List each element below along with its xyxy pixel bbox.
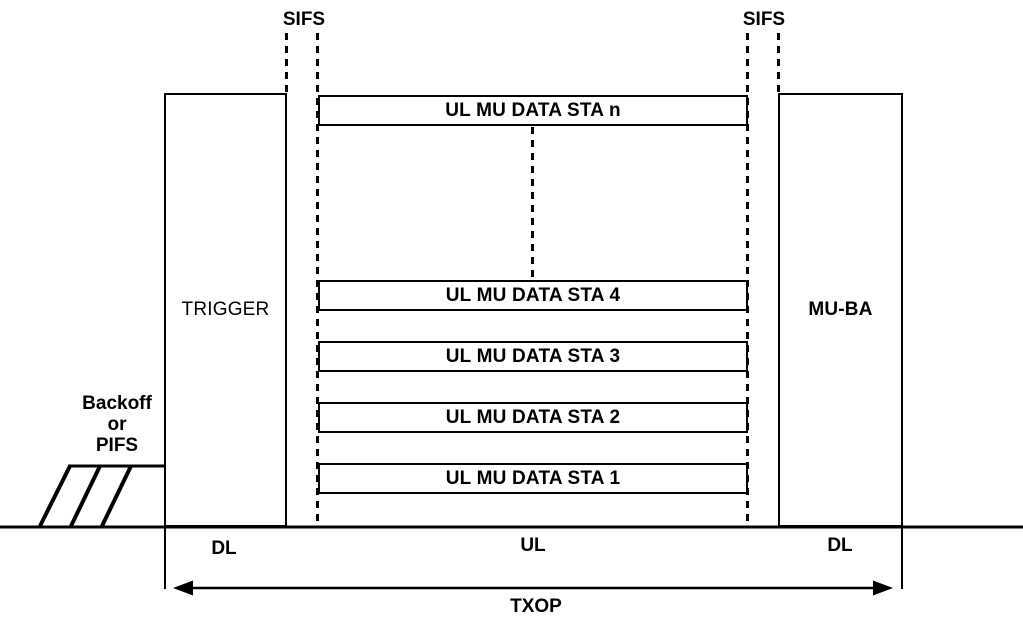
backoff-hatch-line-3 [100,465,133,527]
sifs-label-right: SIFS [742,9,786,30]
ul-mu-data-sta-1-label: UL MU DATA STA 1 [445,467,621,489]
backoff-hatch-line-2 [69,465,102,527]
dl-phase-label-right: DL [827,535,853,556]
mu-ba-frame-label: MU-BA [808,299,873,320]
backoff-label-line3: PIFS [95,435,139,456]
ul-mu-data-sta-3-box: UL MU DATA STA 3 [318,341,748,372]
dl-phase-label-left: DL [211,538,237,559]
trigger-frame-label: TRIGGER [181,299,270,320]
ul-mu-data-sta-1-box: UL MU DATA STA 1 [318,463,748,494]
backoff-hatch-line-1 [38,465,72,527]
txop-arrowhead-right [873,580,893,596]
ul-mu-data-sta-2-label: UL MU DATA STA 2 [445,406,621,428]
ul-mu-data-sta-4-label: UL MU DATA STA 4 [445,284,621,306]
txop-arrowhead-left [173,580,193,596]
trigger-frame-box: TRIGGER [164,93,287,527]
mu-ba-frame-box: MU-BA [778,93,903,527]
ul-mu-data-sta-n-label: UL MU DATA STA n [445,99,621,121]
backoff-label-line2: or [107,414,127,435]
txop-label: TXOP [510,596,562,617]
ul-mu-data-sta-2-box: UL MU DATA STA 2 [318,402,748,433]
backoff-label-line1: Backoff [82,393,152,414]
ul-mu-data-sta-n-box: UL MU DATA STA n [318,95,748,126]
ul-mu-data-sta-4-box: UL MU DATA STA 4 [318,280,748,311]
sifs-label-left: SIFS [282,9,326,30]
ul-mu-data-sta-3-label: UL MU DATA STA 3 [445,345,621,367]
ul-phase-label: UL [520,535,546,556]
backoff-or-pifs-label: Backoff or PIFS [47,393,187,456]
